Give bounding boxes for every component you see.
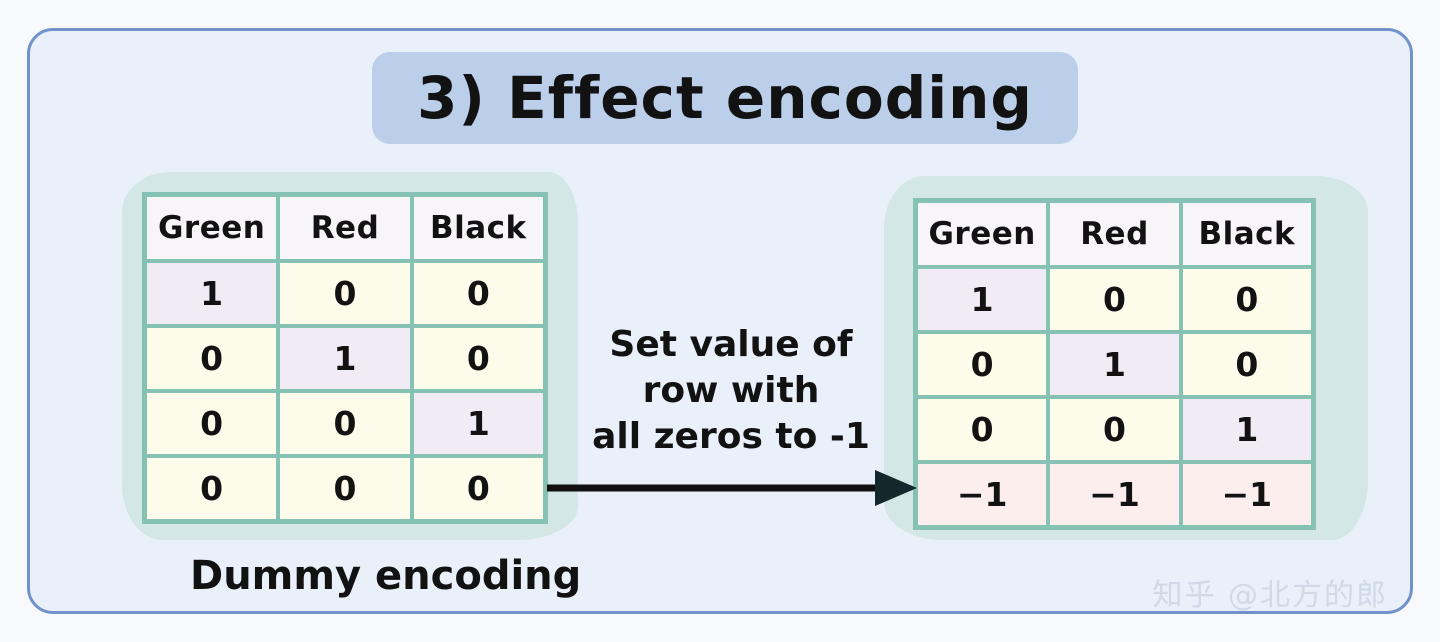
cell-r4c1: −1 (916, 462, 1049, 527)
cell-r4c3: −1 (1180, 462, 1313, 527)
effect-encoding-table: Green Red Black 1 0 0 0 1 0 0 0 1 −1 −1 (913, 198, 1316, 530)
cell-r3c2: 0 (278, 391, 412, 456)
cell-r2c3: 0 (1180, 332, 1313, 397)
cell-r2c1: 0 (916, 332, 1049, 397)
watermark: 知乎 @北方的郎 (1152, 578, 1388, 613)
cell-r3c3: 1 (411, 391, 545, 456)
column-header-black: Black (411, 195, 545, 261)
cell-r1c3: 0 (411, 261, 545, 326)
cell-r2c1: 0 (145, 326, 279, 391)
cell-r1c1: 1 (145, 261, 279, 326)
column-header-red: Red (1048, 201, 1181, 267)
table-header-row: Green Red Black (145, 195, 545, 261)
cell-r3c3: 1 (1180, 397, 1313, 462)
cell-r2c2: 1 (278, 326, 412, 391)
cell-r4c2: −1 (1048, 462, 1181, 527)
column-header-green: Green (916, 201, 1049, 267)
table-row: 1 0 0 (145, 261, 545, 326)
table-header-row: Green Red Black (916, 201, 1313, 267)
dummy-encoding-table: Green Red Black 1 0 0 0 1 0 0 0 1 0 0 (142, 192, 548, 524)
table-row: 0 0 1 (916, 397, 1313, 462)
column-header-black: Black (1180, 201, 1313, 267)
transformation-note-line-2: row with (642, 370, 820, 411)
table-row: 0 1 0 (916, 332, 1313, 397)
cell-r1c3: 0 (1180, 267, 1313, 332)
column-header-green: Green (145, 195, 279, 261)
cell-r1c1: 1 (916, 267, 1049, 332)
cell-r4c3: 0 (411, 456, 545, 521)
transformation-note: Set value of row with all zeros to -1 (576, 322, 886, 460)
transformation-note-line-3: all zeros to -1 (592, 416, 870, 457)
cell-r1c2: 0 (278, 261, 412, 326)
cell-r4c2: 0 (278, 456, 412, 521)
cell-r3c2: 0 (1048, 397, 1181, 462)
cell-r2c2: 1 (1048, 332, 1181, 397)
table-row: 1 0 0 (916, 267, 1313, 332)
cell-r3c1: 0 (916, 397, 1049, 462)
right-arrow-icon (547, 470, 917, 506)
cell-r4c1: 0 (145, 456, 279, 521)
transformation-note-line-1: Set value of (609, 324, 853, 365)
cell-r2c3: 0 (411, 326, 545, 391)
title-pill-background (372, 52, 1078, 144)
column-header-red: Red (278, 195, 412, 261)
left-table-caption: Dummy encoding (190, 553, 582, 599)
table-row: −1 −1 −1 (916, 462, 1313, 527)
table-row: 0 0 0 (145, 456, 545, 521)
cell-r1c2: 0 (1048, 267, 1181, 332)
table-row: 0 0 1 (145, 391, 545, 456)
page-title: 3) Effect encoding (417, 64, 1033, 132)
table-row: 0 1 0 (145, 326, 545, 391)
cell-r3c1: 0 (145, 391, 279, 456)
